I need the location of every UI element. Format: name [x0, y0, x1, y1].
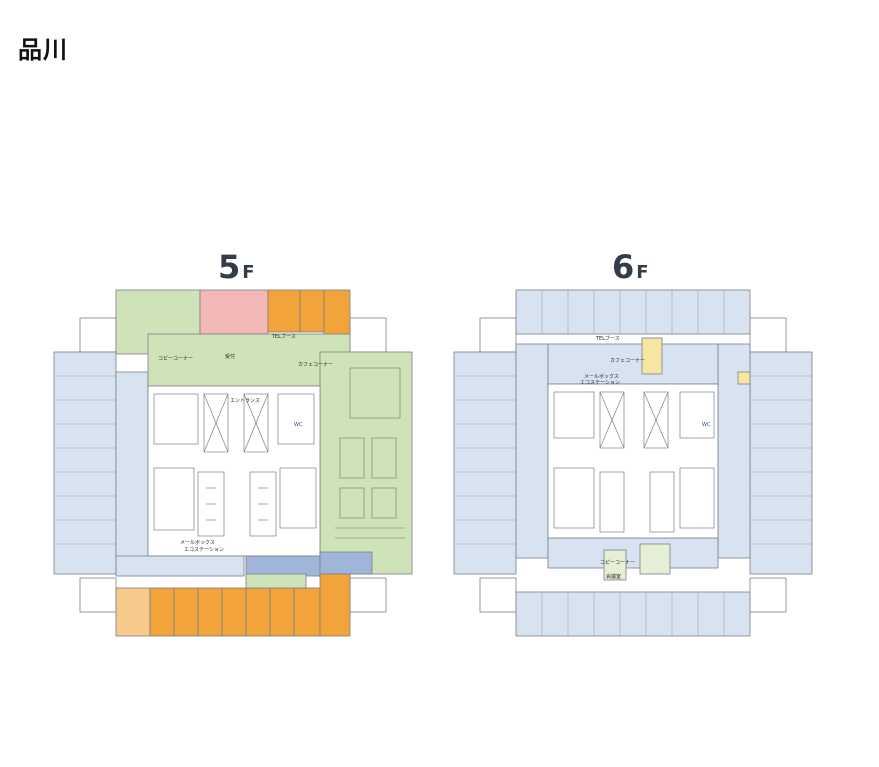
page-title: 品川: [18, 36, 68, 64]
label-tel-booth: TELブース: [595, 335, 620, 342]
label-copy-corner: コピーコーナー: [158, 356, 193, 362]
floor-number: 5: [218, 248, 241, 286]
label-wc: WC: [702, 422, 711, 428]
label-meeting-room: 会議室: [606, 573, 621, 580]
label-wc: WC: [294, 422, 303, 428]
label-reception: 受付: [225, 353, 235, 360]
floor-number: 6: [612, 248, 635, 286]
label-mailbox: メールボックス: [180, 539, 215, 546]
floor-unit: F: [242, 262, 255, 283]
label-cafe-corner: カフェコーナー: [298, 362, 333, 368]
floor-unit: F: [636, 262, 649, 283]
label-entrance: エントランス: [230, 398, 260, 404]
label-cafe-corner: カフェコーナー: [610, 358, 645, 364]
floor-plan-5f: コピーコーナー 受付 エントランス TELブース カフェコーナー メールボックス…: [53, 289, 413, 637]
label-copy-corner: コピーコーナー: [600, 560, 635, 566]
floor-plan-6f: TELブース カフェコーナー メールボックス エコステーション コピーコーナー …: [453, 289, 813, 637]
label-ecostation: エコステーション: [184, 547, 224, 553]
label-mailbox: メールボックス: [584, 373, 619, 380]
label-tel-booth: TELブース: [271, 333, 296, 340]
label-ecostation: エコステーション: [580, 380, 620, 386]
